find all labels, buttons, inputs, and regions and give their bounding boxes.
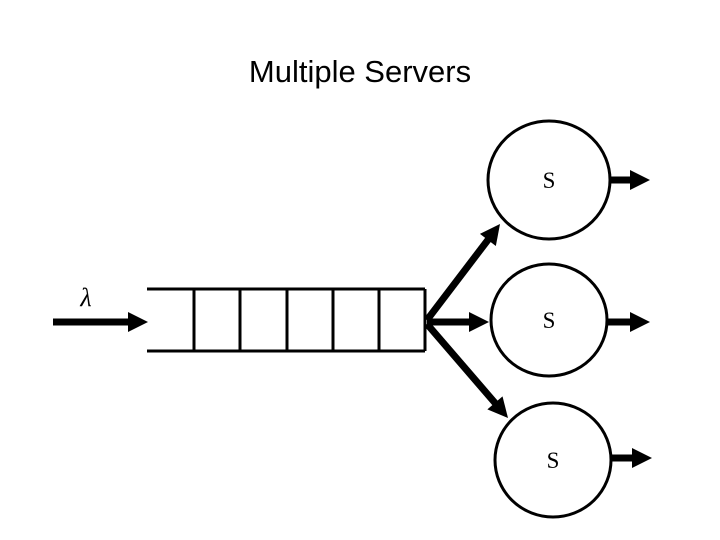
server-top-label: S bbox=[543, 168, 556, 193]
server-middle-label: S bbox=[543, 308, 556, 333]
branch-arrow-middle-head bbox=[469, 312, 489, 332]
server-bottom[interactable]: S bbox=[493, 401, 613, 519]
server-top-circle[interactable] bbox=[486, 119, 612, 241]
branch-arrow-bottom-shaft bbox=[424, 321, 499, 407]
departure-arrow-middle-head bbox=[630, 312, 650, 332]
server-top[interactable]: S bbox=[486, 119, 612, 241]
arrival-arrow bbox=[53, 312, 148, 332]
server-bottom-circle[interactable] bbox=[493, 401, 613, 519]
branch-arrow-top-head bbox=[479, 224, 500, 246]
server-bottom-label: S bbox=[547, 448, 560, 473]
departure-arrow-bottom-head bbox=[632, 448, 652, 468]
server-bank: S S S bbox=[424, 119, 652, 519]
departure-arrow-top-head bbox=[630, 170, 650, 190]
branch-arrow-bottom-head bbox=[487, 396, 508, 418]
page-title: Multiple Servers bbox=[249, 54, 471, 89]
arrival-arrow-head bbox=[128, 312, 148, 332]
queue-buffer bbox=[147, 287, 427, 353]
server-middle[interactable]: S bbox=[489, 262, 609, 378]
server-middle-circle[interactable] bbox=[489, 262, 609, 378]
branch-arrow-top-shaft bbox=[424, 236, 492, 323]
arrival-rate-label: λ bbox=[79, 283, 91, 312]
